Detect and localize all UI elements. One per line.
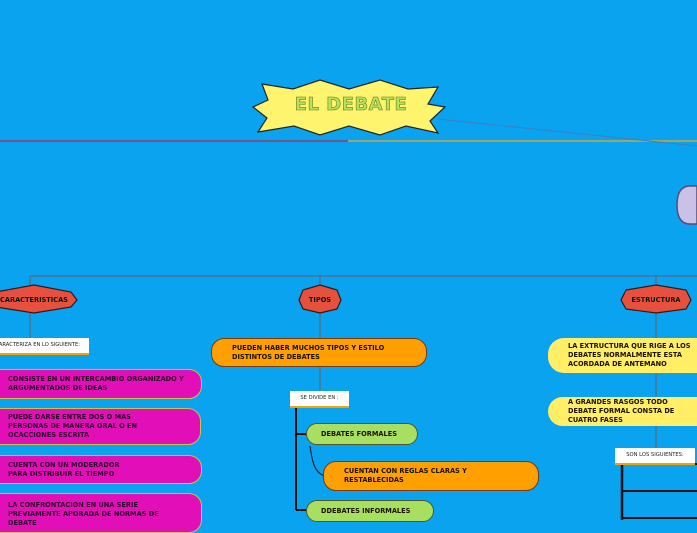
caract-item-2[interactable]: PUEDE DARSE ENTRE DOS O MAS PERSONAS DE … — [0, 408, 201, 445]
tipos-formales[interactable]: DEBATES FORMALES — [306, 423, 418, 445]
caract-connector-label: SE CARACTERIZA EN LO SIGUIENTE: — [0, 338, 89, 353]
title-starburst — [251, 79, 447, 136]
caract-item-1[interactable]: CONSISTE EN UN INTERCAMBIO ORGANIZADO Y … — [0, 369, 202, 399]
tipos-formales-detail[interactable]: CUENTAN CON REGLAS CLARAS Y RESTABLECIDA… — [323, 461, 539, 491]
estr-item-1[interactable]: LA EXTRUCTURA QUE RIGE A LOS DEBATES NOR… — [548, 338, 697, 373]
tipos-informales[interactable]: DDEBATES INFORMALES — [306, 500, 434, 522]
tipos-connector-label: SE DIVIDE EN : — [290, 391, 349, 406]
branch-caracteristicas[interactable]: CARACTERISTICAS — [0, 296, 68, 304]
title-line-diagonal — [437, 118, 697, 147]
branch-tipos[interactable]: TIPOS — [308, 296, 332, 304]
caract-item-3[interactable]: CUENTA CON UN MODERADOR PARA DISTRIBUIR … — [0, 455, 202, 484]
tipos-intro[interactable]: PUEDEN HABER MUCHOS TIPOS Y ESTILO DISTI… — [211, 338, 427, 367]
branch-caracteristicas-shape — [0, 284, 78, 314]
map-title: EL DEBATE — [294, 94, 408, 116]
branch-estructura[interactable]: ESTRUCTURA — [631, 296, 681, 304]
offscreen-node — [676, 185, 697, 225]
branch-estructura-shape — [620, 284, 692, 314]
caract-item-4[interactable]: LA CONFRONTACION EN UNA SERIE PREVIAMENT… — [0, 493, 202, 533]
connector-lines — [0, 79, 697, 520]
estr-connector-label: SON LOS SIGUIENTES: — [615, 448, 695, 463]
estr-item-2[interactable]: A GRANDES RASGOS TODO DEBATE FORMAL CONS… — [548, 397, 697, 426]
branch-tipos-shape — [298, 284, 342, 314]
